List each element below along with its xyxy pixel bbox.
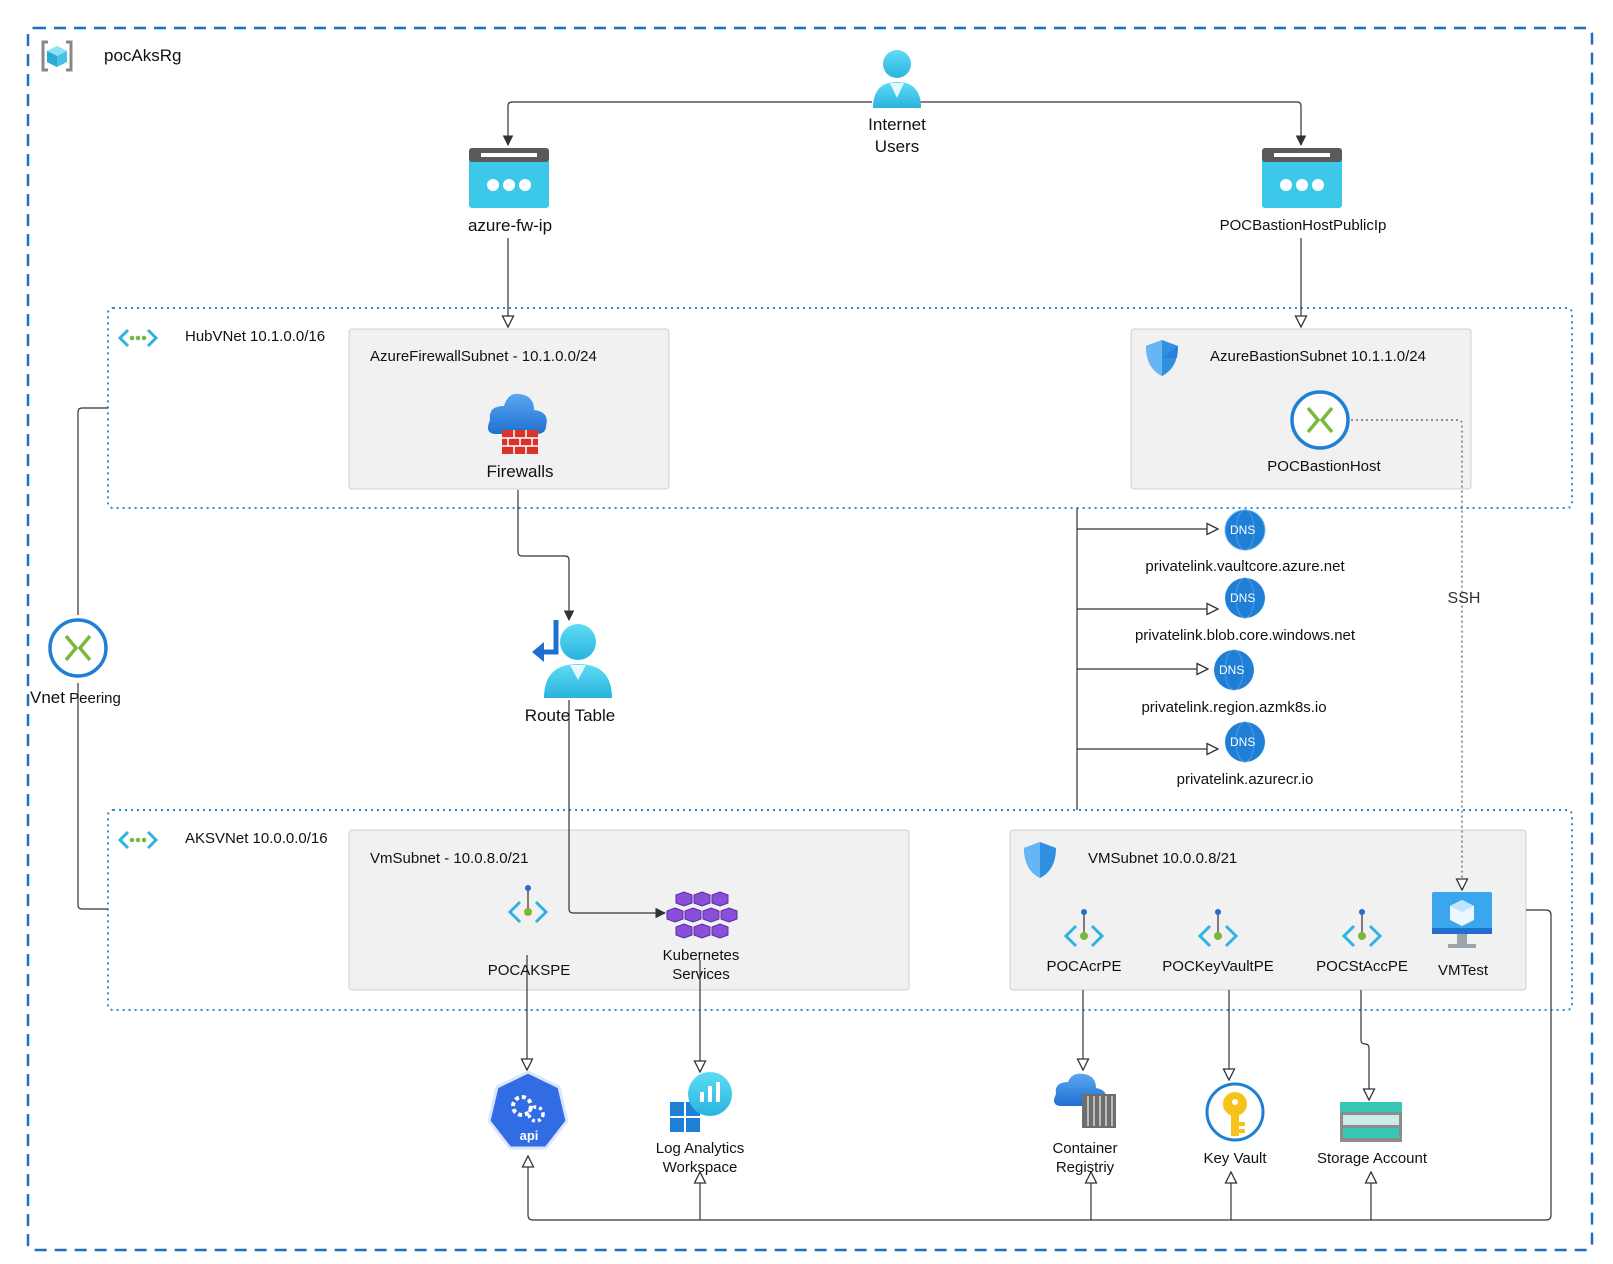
dns-badge-4: DNS [1230,735,1256,749]
kubernetes-label-line2: Services [672,966,730,983]
vm-subnet-a-label: VmSubnet - 10.0.8.0/21 [370,850,529,867]
ssh-connector [1351,419,1462,890]
dns-zone-label-1: privatelink.vaultcore.azure.net [1145,558,1345,575]
kubernetes-label-line1: Kubernetes [662,947,740,964]
internet-users-label-line2: Users [874,137,920,156]
vnet-peering-label: Vnet Peering [30,688,121,708]
dns-zone-label-4: privatelink.azurecr.io [1176,771,1314,788]
bastion-subnet-shield-icon [1146,340,1178,376]
aks-vnet-label: AKSVNet 10.0.0.0/16 [185,830,328,847]
container-registry-icon [1054,1073,1116,1128]
log-analytics-label-line2: Workspace [662,1159,738,1176]
storage-account-label: Storage Account [1316,1150,1428,1167]
firewalls-label: Firewalls [486,462,554,481]
pocacrpe-icon [1063,909,1105,948]
pocacrpe-label: POCAcrPE [1046,958,1122,975]
azure-fw-ip-icon [469,148,549,208]
bastion-public-ip-icon [1262,148,1342,208]
resource-group-label: pocAksRg [104,46,182,65]
dns-badge-2: DNS [1230,591,1256,605]
key-vault-icon [1205,1082,1265,1142]
azure-fw-ip-label: azure-fw-ip [467,216,553,235]
pockeyvaultpe-label: POCKeyVaultPE [1162,958,1274,975]
bastion-subnet-label: AzureBastionSubnet 10.1.1.0/24 [1210,348,1426,365]
dns-icon-1 [1224,509,1266,551]
bastion-host-icon [1290,390,1350,450]
vm-subnet-a-box [348,829,910,991]
firewall-subnet-label: AzureFirewallSubnet - 10.1.0.0/24 [370,348,597,365]
route-table-icon [532,620,612,698]
resource-group-boundary [26,26,1594,1252]
bastion-public-ip-label: POCBastionHostPublicIp [1219,217,1387,234]
vm-subnet-b-shield-icon [1024,842,1056,878]
pocakspe-icon [507,885,549,924]
pockeyvaultpe-icon [1197,909,1239,948]
dns-icon-4 [1225,721,1265,763]
aks-vnet-icon [117,830,159,850]
kubernetes-services-icon [666,891,738,939]
vmtest-icon [1432,892,1492,948]
vnet-peering-label-small: Peering [69,690,121,707]
kubernetes-api-icon [487,1070,569,1150]
vnet-peering-label-main: Vnet [30,688,65,707]
pocstaccpe-label: POCStAccPE [1316,958,1408,975]
dns-icon-2 [1225,577,1265,619]
bastion-host-label: POCBastionHost [1267,458,1381,475]
aks-vnet-boundary [107,809,1573,1011]
api-badge: api [519,1128,539,1143]
log-analytics-label-line1: Log Analytics [655,1140,745,1157]
dns-badge-3: DNS [1219,663,1245,677]
hub-vnet-boundary [107,307,1573,509]
pocstaccpe-icon [1341,909,1383,948]
pocakspe-label: POCAKSPE [487,962,571,979]
container-registry-label-line2: Registriy [1055,1159,1115,1176]
key-vault-label: Key Vault [1203,1150,1267,1167]
dns-zone-label-3: privatelink.region.azmk8s.io [1141,699,1327,716]
storage-account-icon [1340,1102,1402,1142]
hub-vnet-label: HubVNet 10.1.0.0/16 [185,328,326,345]
route-table-label: Route Table [524,706,616,725]
dns-zone-label-2: privatelink.blob.core.windows.net [1134,627,1356,644]
vmtest-label: VMTest [1437,962,1489,979]
connectors [77,101,1552,1221]
firewall-icon [488,393,547,454]
vnet-peering-icon [48,618,108,678]
dns-icon-3 [1214,649,1254,691]
internet-users-label-line1: Internet [868,115,926,134]
dns-badge-1: DNS [1230,523,1256,537]
hub-vnet-icon [117,328,159,348]
internet-users-icon [873,50,921,108]
resource-group-icon [41,40,73,72]
log-analytics-icon [670,1072,732,1132]
ssh-label: SSH [1447,590,1481,607]
container-registry-label-line1: Container [1052,1140,1118,1157]
vm-subnet-b-label: VMSubnet 10.0.0.8/21 [1088,850,1238,867]
